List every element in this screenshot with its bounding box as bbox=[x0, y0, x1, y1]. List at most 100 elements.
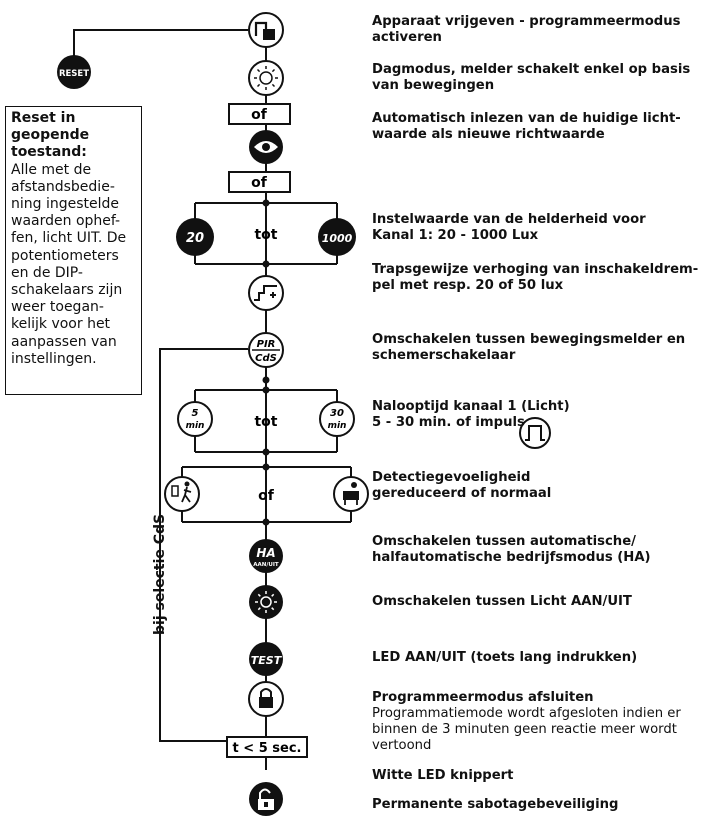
reset-note-line: potentiometers bbox=[11, 247, 119, 264]
step-up-button[interactable] bbox=[248, 275, 284, 311]
description-line: binnen de 3 minuten geen reactie meer wo… bbox=[372, 722, 677, 737]
description-line: gereduceerd of normaal bbox=[372, 486, 552, 501]
svg-text:of: of bbox=[251, 107, 268, 123]
person-far-icon bbox=[171, 481, 192, 503]
reset-note-line: ning ingestelde bbox=[11, 196, 120, 213]
unlock-button[interactable] bbox=[248, 12, 284, 48]
svg-text:20: 20 bbox=[186, 231, 204, 246]
lock-button[interactable] bbox=[248, 681, 284, 717]
lock-icon bbox=[259, 688, 273, 708]
tamper-lock-button[interactable] bbox=[249, 782, 283, 816]
reset-note-line: fen, licht UIT. De bbox=[11, 230, 127, 247]
reset-note-line: schakelaars zijn bbox=[11, 282, 123, 299]
description-time: Nalooptijd kanaal 1 (Licht)5 - 30 min. o… bbox=[372, 399, 717, 431]
svg-text:HA: HA bbox=[256, 546, 275, 560]
description-line: Kanal 1: 20 - 1000 Lux bbox=[372, 228, 539, 243]
ha-button[interactable]: HA AAN/UIT bbox=[249, 539, 283, 573]
description-line: Programmatiemode wordt afgesloten indien… bbox=[372, 706, 681, 721]
description-line: Nalooptijd kanaal 1 (Licht) bbox=[372, 399, 570, 414]
lux-min-button[interactable]: 20 bbox=[176, 218, 214, 256]
description-ha-mode: Omschakelen tussen automatische/halfauto… bbox=[372, 534, 717, 566]
connector-or-2: of bbox=[228, 171, 291, 193]
cds-bypass-label: bij selectie CdS bbox=[152, 513, 168, 635]
teach-in-button[interactable] bbox=[249, 130, 283, 164]
reset-note-title: Reset in geopende toestand: bbox=[11, 110, 90, 161]
svg-text:t < 5 sec.: t < 5 sec. bbox=[233, 741, 302, 756]
eye-icon bbox=[254, 141, 278, 153]
description-line: Apparaat vrijgeven - programmeermodus bbox=[372, 14, 681, 29]
svg-text:of: of bbox=[251, 175, 268, 191]
sun-icon bbox=[254, 66, 278, 90]
svg-text:min: min bbox=[328, 421, 347, 431]
description-line: pel met resp. 20 of 50 lux bbox=[372, 278, 564, 293]
svg-text:AAN/UIT: AAN/UIT bbox=[253, 562, 279, 568]
lux-max-button[interactable]: 1000 bbox=[318, 218, 356, 256]
time-max-button[interactable]: 30 min bbox=[319, 401, 355, 437]
description-line: LED AAN/UIT (toets lang indrukken) bbox=[372, 650, 638, 665]
description-line: Omschakelen tussen bewegingsmelder en bbox=[372, 332, 686, 347]
description-tamper: Permanente sabotagebeveiliging bbox=[372, 797, 717, 813]
day-mode-button[interactable] bbox=[248, 60, 284, 96]
description-line: Permanente sabotagebeveiliging bbox=[372, 797, 619, 812]
svg-text:5: 5 bbox=[192, 408, 199, 419]
connector-or-3: of bbox=[258, 488, 275, 504]
svg-text:RESET: RESET bbox=[59, 69, 89, 79]
description-led-blink: Witte LED knippert bbox=[372, 768, 717, 784]
reset-note-line: instellingen. bbox=[11, 350, 97, 367]
pir-cds-button[interactable]: PIR CdS bbox=[248, 332, 284, 368]
reset-button[interactable]: RESET bbox=[57, 55, 91, 89]
sensitivity-reduced-button[interactable] bbox=[164, 476, 200, 512]
description-line: 5 - 30 min. of impuls bbox=[372, 415, 525, 430]
description-line: schemerschakelaar bbox=[372, 348, 516, 363]
lock-open-icon bbox=[258, 788, 274, 810]
description-led-toggle: LED AAN/UIT (toets lang indrukken) bbox=[372, 650, 717, 666]
svg-text:min: min bbox=[186, 421, 205, 431]
time-min-button[interactable]: 5 min bbox=[177, 401, 213, 437]
description-line: waarde als nieuwe richtwaarde bbox=[372, 127, 605, 142]
person-near-icon bbox=[343, 482, 359, 505]
test-button[interactable]: TEST bbox=[249, 642, 283, 676]
pulse-button[interactable] bbox=[519, 417, 551, 449]
description-line: Omschakelen tussen Licht AAN/UIT bbox=[372, 594, 632, 609]
description-line: vertoond bbox=[372, 738, 432, 753]
description-day-mode: Dagmodus, melder schakelt enkel op basis… bbox=[372, 62, 717, 94]
svg-text:CdS: CdS bbox=[255, 353, 277, 364]
description-line: Automatisch inlezen van de huidige licht… bbox=[372, 111, 681, 126]
svg-text:1000: 1000 bbox=[322, 232, 353, 245]
sensitivity-normal-button[interactable] bbox=[333, 476, 369, 512]
reset-note-line: afstandsbedie- bbox=[11, 178, 115, 195]
description-line: halfautomatische bedrijfsmodus (HA) bbox=[372, 550, 651, 565]
reset-note-line: kelijk voor het bbox=[11, 316, 111, 333]
description-line: Trapsgewijze verhoging van inschakeldrem… bbox=[372, 262, 699, 277]
step-up-icon bbox=[254, 285, 277, 301]
description-light-toggle: Omschakelen tussen Licht AAN/UIT bbox=[372, 594, 717, 610]
svg-text:30: 30 bbox=[330, 408, 344, 419]
connector-tot-time: tot bbox=[254, 414, 277, 430]
description-line: Programmeermodus afsluiten bbox=[372, 690, 594, 705]
bulb-icon bbox=[255, 591, 277, 613]
connector-timeout: t < 5 sec. bbox=[226, 736, 308, 758]
description-line: van bewegingen bbox=[372, 78, 495, 93]
description-line: Detectiegevoeligheid bbox=[372, 470, 531, 485]
light-toggle-button[interactable] bbox=[249, 585, 283, 619]
connector-tot-lux: tot bbox=[254, 227, 277, 243]
reset-note-line: weer toegan- bbox=[11, 299, 104, 316]
unlock-icon bbox=[254, 21, 275, 40]
description-line: Instelwaarde van de helderheid voor bbox=[372, 212, 646, 227]
pulse-icon bbox=[525, 425, 545, 441]
svg-text:TEST: TEST bbox=[251, 654, 283, 667]
reset-note-line: waarden ophef- bbox=[11, 213, 121, 230]
description-teach-in: Automatisch inlezen van de huidige licht… bbox=[372, 111, 717, 143]
description-line: Dagmodus, melder schakelt enkel op basis bbox=[372, 62, 691, 77]
description-line: activeren bbox=[372, 30, 442, 45]
reset-note-line: Alle met de bbox=[11, 161, 92, 178]
description-line: Omschakelen tussen automatische/ bbox=[372, 534, 636, 549]
